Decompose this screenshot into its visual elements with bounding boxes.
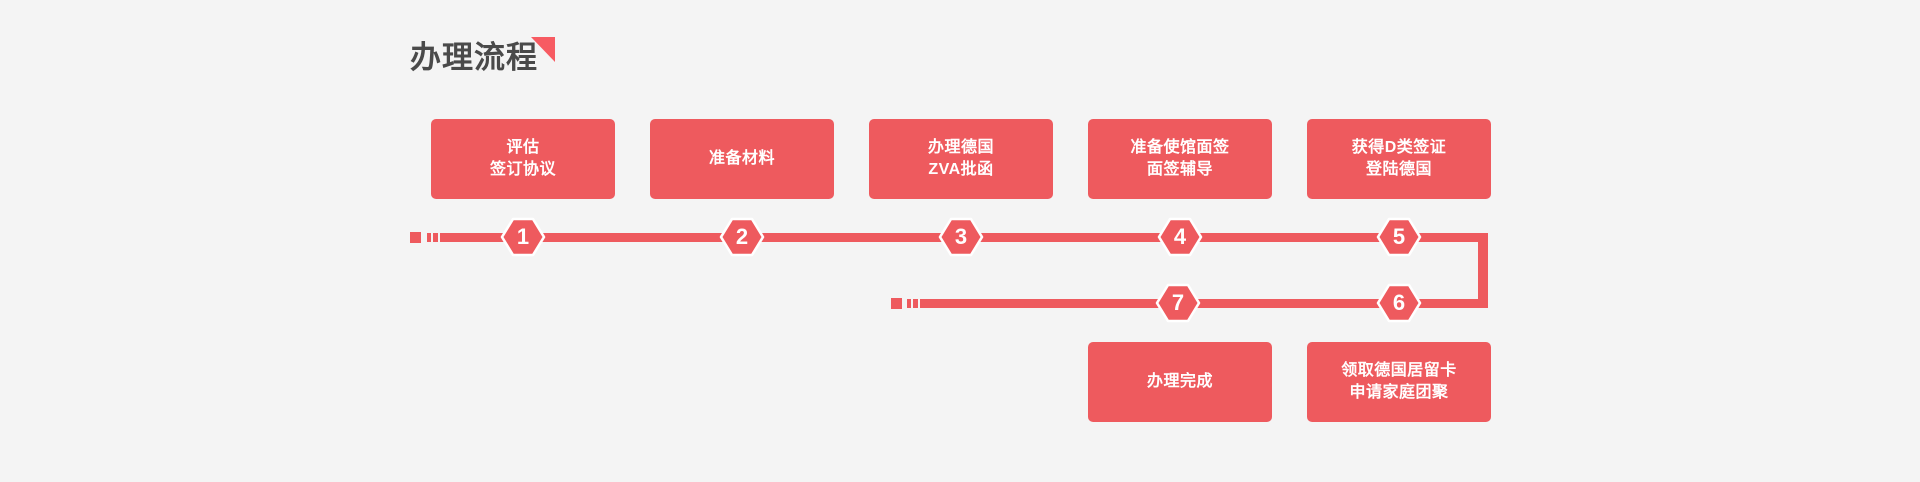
hexagon-icon: [938, 217, 984, 257]
step-label-line: 办理完成: [1146, 373, 1213, 390]
hexagon-icon: [1376, 283, 1422, 323]
timeline-node-3: 3: [938, 216, 984, 258]
step-box-2: 准备材料: [650, 119, 834, 199]
step-number: 1: [516, 223, 530, 249]
timeline-node-2: 2: [719, 216, 765, 258]
timeline-node-6: 6: [1376, 282, 1422, 324]
step-number: 3: [954, 223, 968, 249]
step-number: 6: [1392, 289, 1406, 315]
step-number: 2: [735, 223, 749, 249]
step-box-4: 准备使馆面签 面签辅导: [1088, 119, 1272, 199]
step-label-line: 申请家庭团聚: [1349, 384, 1449, 401]
hexagon-icon: [1157, 217, 1203, 257]
hexagon-icon: [500, 217, 546, 257]
section-title: 办理流程: [410, 40, 538, 75]
step-number: 4: [1173, 223, 1187, 249]
timeline-start-dash: [410, 232, 421, 243]
step-box-3: 办理德国 ZVA批函: [869, 119, 1053, 199]
step-label-line: 评估: [506, 139, 540, 156]
hexagon-icon: [1376, 217, 1422, 257]
step-label-line: ZVA批函: [928, 161, 994, 178]
hexagon-icon: [1155, 283, 1201, 323]
step-label-line: 获得D类签证: [1351, 139, 1447, 156]
timeline-start-dash: [913, 299, 918, 308]
step-box-7: 办理完成: [1088, 342, 1272, 422]
timeline-node-7: 7: [1155, 282, 1201, 324]
step-label-line: 准备材料: [708, 150, 775, 167]
step-number: 7: [1171, 289, 1185, 315]
timeline-start-dash: [433, 233, 438, 242]
timeline-start-dash: [907, 299, 911, 308]
step-label-line: 面签辅导: [1146, 161, 1213, 178]
timeline-node-4: 4: [1157, 216, 1203, 258]
step-label-line: 办理德国: [927, 139, 994, 156]
step-box-1: 评估 签订协议: [431, 119, 615, 199]
step-box-6: 领取德国居留卡 申请家庭团聚: [1307, 342, 1491, 422]
timeline-node-1: 1: [500, 216, 546, 258]
timeline-line-row2: [920, 299, 1488, 308]
step-number: 5: [1392, 223, 1406, 249]
step-box-5: 获得D类签证 登陆德国: [1307, 119, 1491, 199]
timeline-corner-connector: [1478, 233, 1488, 308]
timeline-start-dash: [891, 298, 902, 309]
step-label-line: 签订协议: [489, 161, 556, 178]
hexagon-icon: [719, 217, 765, 257]
timeline-node-5: 5: [1376, 216, 1422, 258]
step-label-line: 准备使馆面签: [1130, 139, 1230, 156]
step-label-line: 登陆德国: [1365, 161, 1432, 178]
step-label-line: 领取德国居留卡: [1341, 362, 1457, 379]
timeline-start-dash: [427, 233, 431, 242]
